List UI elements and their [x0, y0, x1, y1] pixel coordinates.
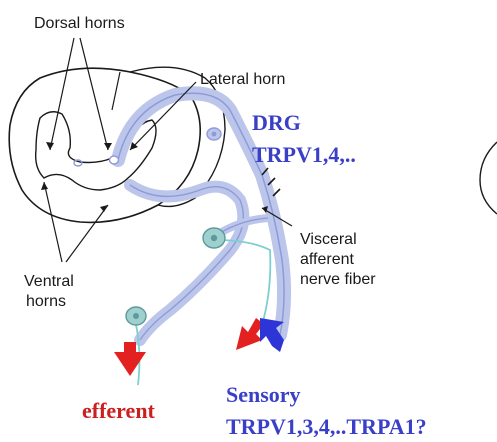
- nerve-fiber-label: nerve fiber: [300, 270, 376, 289]
- efferent-arrow: [114, 342, 146, 376]
- lateral-horn-neuron: [110, 156, 119, 164]
- lateral-horn-label: Lateral horn: [200, 70, 285, 89]
- dorsal-horns-label: Dorsal horns: [34, 14, 125, 33]
- drg-trp-label: TRPV1,4,..: [252, 142, 356, 168]
- sensory-outgoing-arrow: [236, 318, 264, 350]
- efferent-label: efferent: [82, 398, 155, 424]
- sensory-trp-label: TRPV1,3,4,..TRPA1?: [226, 414, 427, 440]
- horns-label: horns: [26, 292, 66, 311]
- ventral-label: Ventral: [24, 272, 74, 291]
- drg-label: DRG: [252, 110, 301, 136]
- sensory-incoming-arrow: [260, 318, 284, 352]
- afferent-label: afferent: [300, 250, 354, 269]
- visceral-label: Visceral: [300, 230, 357, 249]
- adjacent-figure-edge: [480, 142, 497, 214]
- sensory-label: Sensory: [226, 382, 301, 408]
